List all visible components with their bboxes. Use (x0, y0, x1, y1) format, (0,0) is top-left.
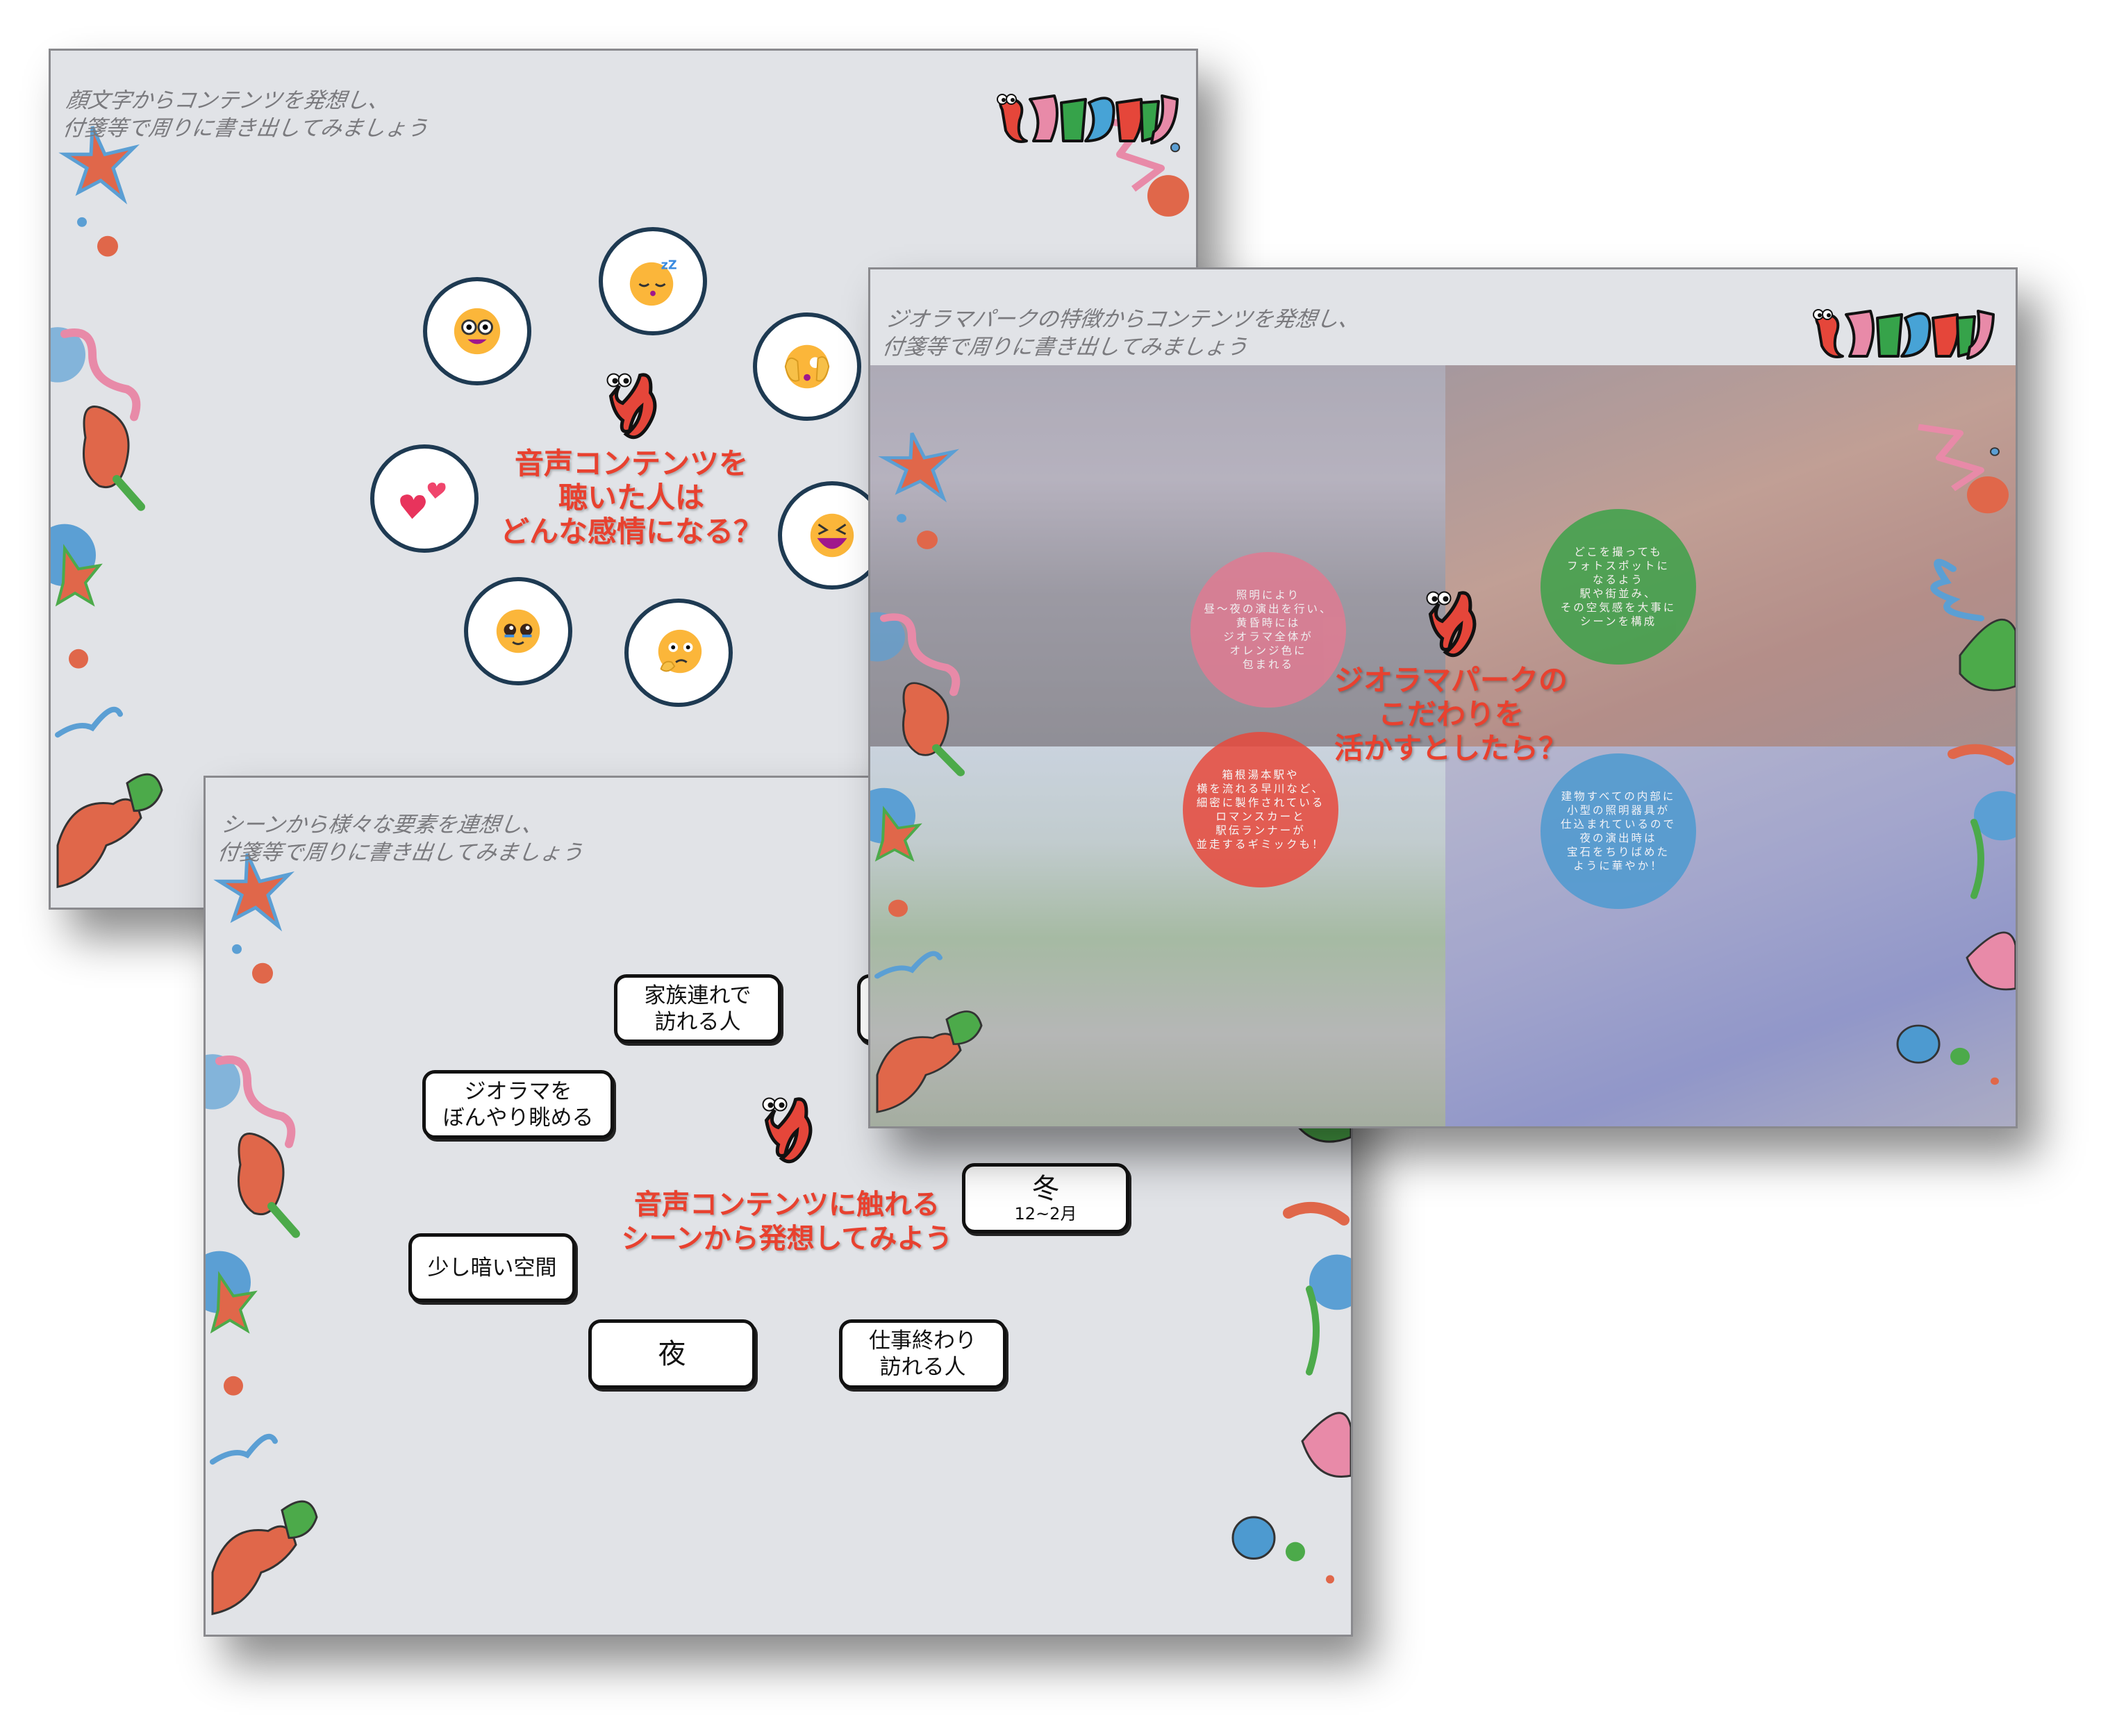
decoration-left (206, 853, 318, 1615)
photo-diorama-overview (870, 365, 1445, 746)
feature-circle-night-lights: 建物すべての内部に 小型の照明器具が 仕込まれているので 夜の演出時は 宝石をち… (1541, 753, 1696, 909)
decoration-left-slot (870, 365, 1009, 1126)
mascot (754, 1090, 820, 1169)
decoration-left (51, 126, 163, 888)
photo-overlay (870, 365, 2016, 1126)
nerd-face-icon (454, 308, 501, 355)
decoration-right-slot (1877, 365, 2016, 1126)
feature-circle-photospot: どこを撮っても フォトスポットに なるよう 駅や街並み、 その空気感を大事に シ… (1541, 509, 1696, 665)
feature-circle-hakone: 箱根湯本駅や 横を流れる早川など、 細密に製作されている ロマンスカーと 駅伝ラ… (1183, 732, 1338, 887)
emoji-two-hearts[interactable] (370, 444, 479, 553)
thinking-face-icon (658, 629, 702, 674)
wakamonogakari-logo (1813, 309, 1995, 360)
photo-hakone-station (870, 746, 1445, 1126)
emoji-face-peeking[interactable] (753, 312, 861, 421)
sleeping-face-icon: zZ (629, 258, 677, 306)
pleading-face-icon (496, 609, 540, 653)
winter-months: 12~2月 (1014, 1203, 1077, 1224)
slide-subtitle: 顔文字からコンテンツを発想し、 付箋等で周りに書き出してみましょう (60, 88, 430, 141)
emoji-pleading-face[interactable] (464, 577, 572, 685)
svg-text:zZ: zZ (661, 258, 677, 272)
sticky-note-dark-space[interactable]: 少し暗い空間 (408, 1233, 576, 1302)
decoration-left (870, 432, 983, 1113)
winter-label: 冬 (1031, 1172, 1060, 1205)
mascot (599, 365, 665, 445)
two-hearts-icon (400, 482, 446, 519)
slide-subtitle: シーンから様々な要素を連想し、 付箋等で周りに書き出してみましょう (215, 812, 585, 865)
sticky-note-night[interactable]: 夜 (588, 1319, 756, 1389)
wa-mascot-icon (762, 1097, 813, 1164)
grinning-squinting-face-icon (810, 513, 854, 558)
slide-question: 音声コンテンツに触れる シーンから発想してみよう (621, 1189, 953, 1255)
emoji-thinking-face[interactable] (624, 599, 733, 707)
sticky-note-after-work[interactable]: 仕事終わり 訪れる人 (839, 1319, 1006, 1389)
slide-subtitle: ジオラマパークの特徴からコンテンツを発想し、 付箋等で周りに書き出してみましょう (880, 307, 1362, 360)
decoration-left-slot (206, 778, 344, 1635)
slide-question: 音声コンテンツを 聴いた人は どんな感情になる？ (499, 446, 763, 549)
emoji-sleeping-face[interactable]: zZ (599, 227, 707, 335)
feature-circle-lighting: 照明により 昼～夜の演出を行い、 黄昏時には ジオラマ全体が オレンジ色に 包ま… (1190, 552, 1346, 708)
face-peeking-icon (784, 344, 830, 389)
wa-mascot-icon (606, 373, 657, 440)
wakamonogakari-logo (997, 94, 1179, 144)
emoji-nerd-face[interactable] (423, 277, 531, 385)
decoration-right (1896, 424, 2016, 1085)
logo (1804, 297, 1999, 363)
wa-mascot-icon (1426, 591, 1477, 658)
decoration-left-slot (51, 51, 190, 908)
sticky-note-winter[interactable]: 冬 12~2月 (962, 1163, 1129, 1233)
logo (988, 82, 1183, 148)
slide-diorama-features[interactable]: ジオラマパークの特徴からコンテンツを発想し、 付箋等で周りに書き出してみましょう… (868, 267, 2018, 1128)
sticky-note-family[interactable]: 家族連れで 訪れる人 (614, 974, 781, 1043)
slide-question: ジオラマパークの こだわりを 活かすとしたら？ (1334, 663, 1568, 765)
mascot (1418, 583, 1484, 663)
sticky-note-diorama[interactable]: ジオラマを ぼんやり眺める (422, 1070, 614, 1139)
